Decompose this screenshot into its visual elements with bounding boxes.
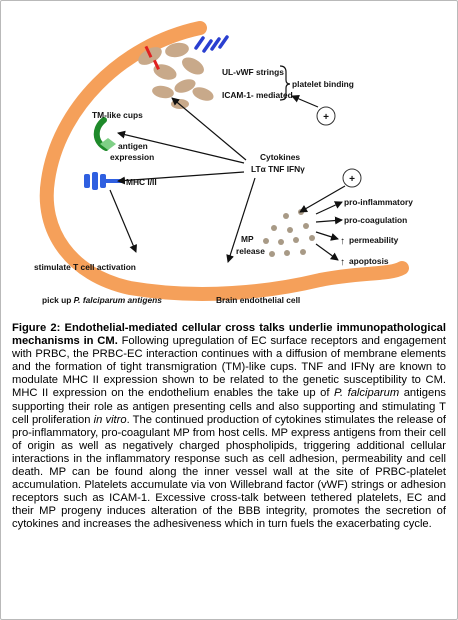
label-pick-up-antigens: pick up P. falciparum antigens (42, 295, 162, 305)
label-pro-coagulation: pro-coagulation (344, 215, 407, 225)
endothelial-crosstalk-diagram: + + UL-vWF strings ICAM-1- mediated plat… (34, 21, 413, 305)
endothelial-membrane (39, 21, 409, 301)
platelet-binding-brace (279, 65, 291, 101)
caption-italic-2: in vitro (93, 413, 127, 426)
mhc-receptor-icon (84, 172, 122, 190)
label-mp: MP (241, 234, 254, 244)
label-cytokines: Cytokines (260, 152, 300, 162)
svg-text:+: + (323, 112, 329, 123)
figure-caption: Figure 2: Endothelial-mediated cellular … (12, 322, 446, 532)
up-arrow-apoptosis: ↑ (340, 257, 345, 268)
label-apoptosis: apoptosis (349, 256, 389, 266)
label-brain-endothelial-cell: Brain endothelial cell (216, 295, 300, 305)
tm-cup-icon (93, 117, 116, 151)
caption-figure-label: Figure 2: (12, 322, 61, 334)
label-mhc: MHC I/II (126, 177, 157, 187)
red-markers (144, 45, 160, 70)
label-stimulate-t-cell: stimulate T cell activation (34, 262, 136, 272)
label-ul-vwf: UL-vWF strings (222, 67, 284, 77)
mp-particles (263, 209, 315, 257)
vwf-strings (194, 35, 229, 53)
up-arrow-permeability: ↑ (340, 236, 345, 247)
label-cytokines-types: LTα TNF IFNγ (251, 164, 305, 174)
label-platelet-binding: platelet binding (292, 79, 354, 89)
arrows (109, 95, 346, 263)
label-expression: expression (110, 152, 154, 162)
caption-body-2: antigens supporting their role as antige… (12, 387, 447, 426)
label-tm-cups: TM-like cups (92, 110, 143, 120)
label-release: release (236, 246, 265, 256)
label-pro-inflammatory: pro-inflammatory (344, 197, 413, 207)
caption-italic-1: P. falciparum (333, 387, 400, 400)
label-icam: ICAM-1- mediated (222, 90, 293, 100)
plus-circle-lower: + (342, 168, 362, 188)
caption-body-1: Following upregulation of EC surface rec… (12, 335, 446, 400)
label-permeability: permeability (349, 235, 399, 245)
svg-text:+: + (349, 174, 355, 185)
plus-circle-upper: + (316, 106, 336, 126)
caption-title: Endothelial-mediated cellular cross talk… (12, 322, 447, 348)
caption-body-3: . The continued production of cytokines … (12, 413, 446, 531)
label-antigen: antigen (118, 141, 148, 151)
